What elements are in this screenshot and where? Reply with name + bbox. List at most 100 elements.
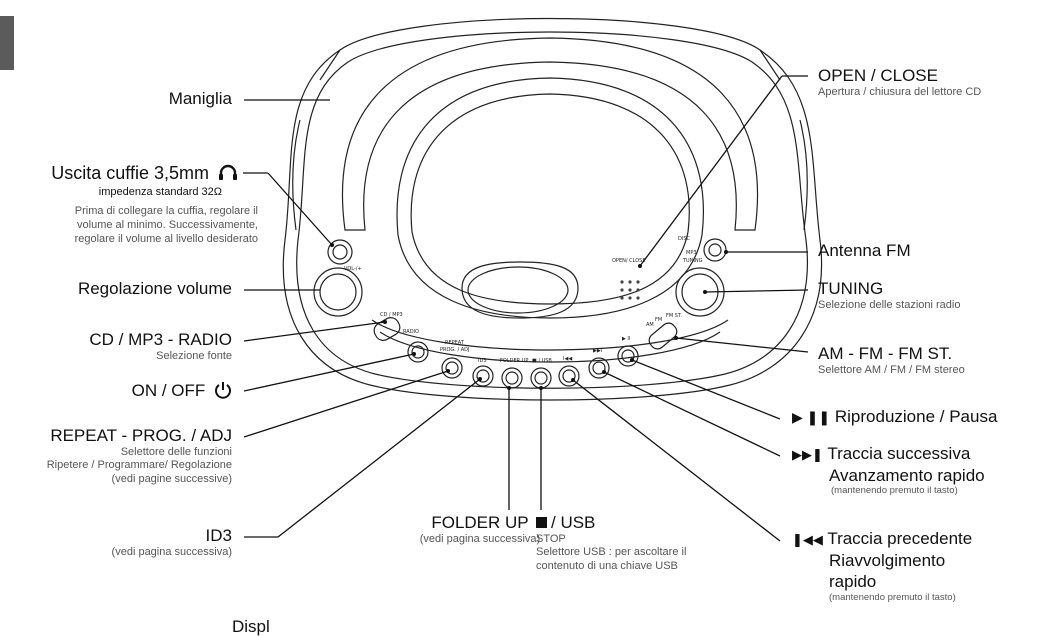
headphone-jack: [327, 239, 353, 265]
antenna-connector: [703, 238, 727, 262]
volume-knob: [313, 267, 363, 317]
label-repeat-sub-3: (vedi pagine successive): [111, 473, 232, 486]
label-folder-up: FOLDER UP (vedi pagina successiva): [390, 513, 570, 546]
device-label-prev: I◀◀: [563, 356, 572, 362]
label-id3-sub: (vedi pagina successiva): [111, 545, 232, 558]
cd-lid-ring: [410, 93, 690, 305]
device-label-open-close: OPEN/ CLOSE: [612, 258, 646, 264]
headphone-note-3: regolare il volume al livello desiderato: [74, 232, 258, 245]
stop-square-icon: [536, 517, 547, 528]
next-button: [588, 357, 610, 379]
power-icon: [215, 382, 231, 399]
label-source-sub: Selezione fonte: [156, 349, 232, 362]
stop-usb-button: [530, 367, 552, 389]
play-pause-icon: ▶ ❚❚: [792, 409, 831, 425]
device-label-folder-up: FOLDER UP: [500, 358, 528, 364]
device-label-mp3: MP3: [686, 250, 697, 256]
label-next-sub: (mantenendo premuto il tasto): [831, 485, 958, 497]
device-label-id3: ID3: [478, 358, 487, 364]
next-track-icon: ▶▶❚: [792, 447, 823, 462]
label-tuning-title: TUNING: [818, 279, 884, 298]
display-window: [467, 266, 569, 314]
front-panel-arc: [371, 319, 729, 351]
label-usb-sub-2: contenuto di una chiave USB: [536, 560, 678, 573]
front-panel-arc-inner: [379, 331, 721, 363]
label-power: ON / OFF: [132, 381, 232, 401]
label-next-title: Traccia successiva: [827, 444, 971, 463]
label-open-title: OPEN / CLOSE: [818, 66, 938, 85]
label-repeat-title: REPEAT - PROG. / ADJ: [50, 426, 232, 445]
label-source-title: CD / MP3 - RADIO: [89, 330, 232, 349]
label-band-title: AM - FM - FM ST.: [818, 344, 953, 363]
band-switch: [648, 322, 678, 350]
headphone-icon: [219, 164, 237, 180]
headphone-note-1: Prima di collegare la cuffia, regolare i…: [74, 205, 258, 217]
label-band-sub: Selettore AM / FM / FM stereo: [818, 363, 965, 376]
label-id3: ID3 (vedi pagina successiva): [111, 526, 232, 559]
label-handle: Maniglia: [168, 89, 232, 108]
device-label-stop-usb: ■ / USB: [532, 358, 552, 364]
label-usb-sub-1: Selettore USB : per ascoltare il: [536, 546, 687, 559]
label-tuning-sub: Selezione delle stazioni radio: [818, 298, 961, 311]
handle-shape: [341, 37, 759, 231]
label-usb-stop: STOP: [536, 532, 566, 545]
label-folder-sub: (vedi pagina successiva): [419, 532, 541, 545]
device-label-cd-mp3: CD / MP3: [380, 312, 403, 318]
page-tab-marker: [0, 16, 14, 70]
device-label-prog-adj: PROG. / ADJ: [440, 347, 470, 353]
device-label-repeat: REPEAT: [445, 340, 465, 346]
speaker-grille: [620, 280, 640, 300]
label-open-sub: Apertura / chiusura del lettore CD: [818, 85, 982, 98]
label-source: CD / MP3 - RADIO Selezione fonte: [89, 330, 232, 363]
label-power-title: ON / OFF: [131, 381, 206, 400]
label-id3-title: ID3: [205, 526, 232, 545]
label-tuning: TUNING Selezione delle stazioni radio: [818, 279, 961, 312]
device-label-radio: RADIO: [403, 329, 419, 335]
repeat-button: [441, 357, 463, 379]
label-play: ▶ ❚❚ Riproduzione / Pausa: [792, 407, 998, 427]
label-prev-title-2: Riavvolgimento: [829, 550, 946, 570]
folder-up-button: [501, 367, 523, 389]
label-antenna: Antenna FM: [818, 241, 911, 260]
button-row: [407, 341, 639, 389]
label-display-partial: Displ: [232, 617, 270, 636]
label-headphone-impedance: impedenza standard 32Ω: [98, 185, 222, 198]
label-repeat-sub-2: Ripetere / Programmare/ Regolazione: [46, 459, 232, 472]
device-label-fm-st: FM ST.: [666, 313, 682, 319]
label-usb-title: / USB: [551, 513, 596, 532]
device-outer-shell: [282, 17, 823, 401]
label-repeat: REPEAT - PROG. / ADJ Selettore delle fun…: [46, 426, 232, 487]
headphone-note-2: volume al minimo. Successivamente,: [77, 218, 258, 231]
device-label-fm: FM: [655, 317, 662, 323]
prev-track-icon: ❚◀◀: [792, 532, 823, 547]
device-label-cd-logo: DISC: [678, 236, 690, 242]
label-headphone-notes: Prima di collegare la cuffia, regolare i…: [75, 205, 258, 246]
label-open-close: OPEN / CLOSE Apertura / chiusura del let…: [818, 66, 982, 99]
leader-dots: [330, 243, 728, 390]
device-label-vol: VOL-/+: [344, 266, 362, 272]
device-label-am: AM: [646, 322, 654, 328]
label-prev-title-3: rapido: [829, 572, 877, 592]
prev-button: [558, 365, 580, 387]
leader-lines: [243, 75, 809, 542]
play-button: [617, 345, 639, 367]
label-prev: ❚◀◀ Traccia precedente Riavvolgimento ra…: [792, 529, 973, 604]
label-prev-title: Traccia precedente: [827, 529, 973, 548]
label-usb: / USB STOP Selettore USB : per ascoltare…: [536, 513, 687, 574]
label-band: AM - FM - FM ST. Selettore AM / FM / FM …: [818, 344, 965, 377]
label-next-title-2: Avanzamento rapido: [829, 465, 985, 485]
label-headphone: Uscita cuffie 3,5mm impedenza standard 3…: [51, 163, 238, 198]
label-prev-sub: (mantenendo premuto il tasto): [829, 592, 956, 604]
source-switch: [373, 317, 401, 341]
device-label-next: ▶▶I: [593, 348, 602, 354]
cd-lid: [396, 77, 704, 319]
label-folder-title: FOLDER UP: [431, 513, 529, 532]
power-button: [407, 341, 429, 363]
device-label-play: ▶ II: [622, 336, 630, 342]
label-play-title: Riproduzione / Pausa: [834, 407, 998, 426]
label-next: ▶▶❚ Traccia successiva Avanzamento rapid…: [792, 444, 985, 497]
label-repeat-sub-1: Selettore delle funzioni: [120, 445, 232, 458]
label-headphone-title: Uscita cuffie 3,5mm: [51, 163, 209, 183]
device-inner-shell: [296, 31, 808, 389]
